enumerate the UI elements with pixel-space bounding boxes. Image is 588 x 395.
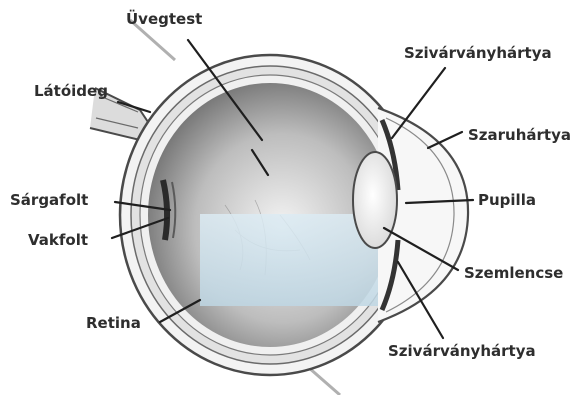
label-szaruhartya: Szaruhártya	[468, 126, 571, 144]
label-szivarvanyhartya-bottom: Szivárványhártya	[388, 342, 536, 360]
label-sargafolt: Sárgafolt	[10, 191, 88, 209]
lens	[353, 152, 397, 248]
label-vakfolt: Vakfolt	[28, 231, 88, 249]
label-retina: Retina	[86, 314, 141, 332]
label-latoideg: Látóideg	[34, 82, 108, 100]
label-szemlencse: Szemlencse	[464, 264, 563, 282]
label-pupilla: Pupilla	[478, 191, 536, 209]
label-szivarvanyhartya-top: Szivárványhártya	[404, 44, 552, 62]
label-uvegtest: Üvegtest	[126, 9, 202, 28]
